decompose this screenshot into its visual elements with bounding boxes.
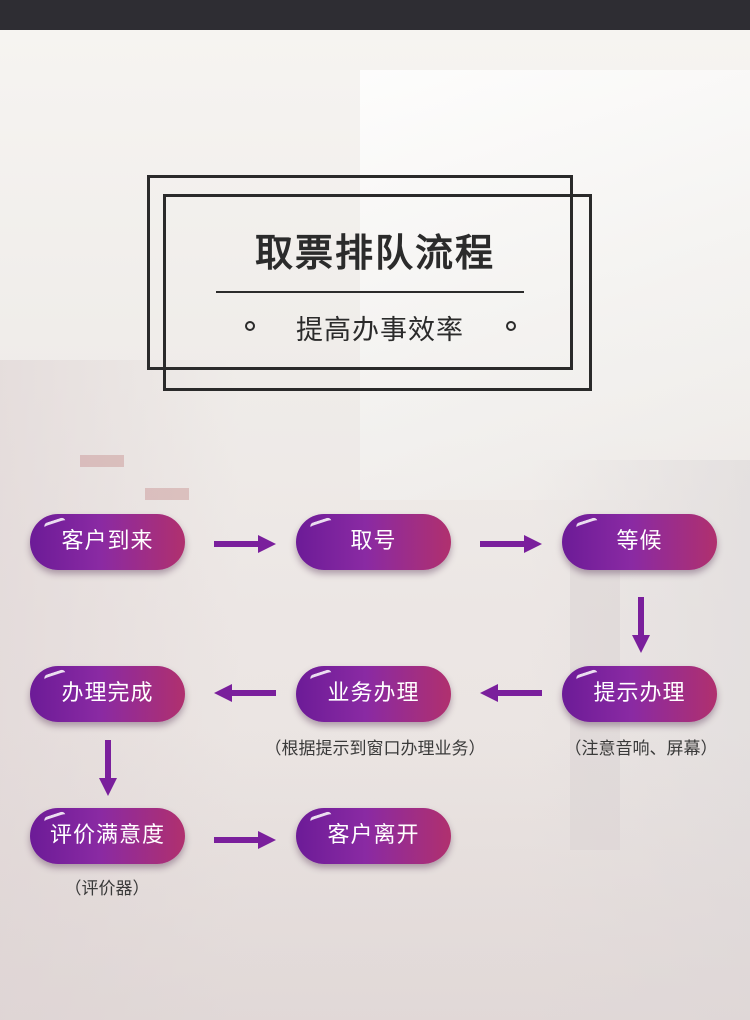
step-customer-arrives: 客户到来 — [30, 514, 185, 570]
page-subtitle: 提高办事效率 — [296, 315, 464, 346]
top-bar — [0, 0, 750, 30]
arrow-down-icon — [99, 740, 117, 796]
gloss-highlight — [309, 516, 333, 532]
circle-bullet-icon — [245, 321, 255, 331]
arrow-right-icon — [214, 831, 276, 849]
floor — [0, 730, 750, 1020]
arrow-left-icon — [480, 684, 542, 702]
window-sign — [80, 455, 124, 467]
step-label: 客户离开 — [327, 823, 420, 848]
step-label: 提示办理 — [593, 681, 686, 706]
note-business-handling: （根据提示到窗口办理业务） — [264, 739, 486, 759]
step-label: 业务办理 — [327, 681, 420, 706]
step-customer-leaves: 客户离开 — [296, 808, 451, 864]
arrow-right-icon — [480, 535, 542, 553]
arrow-down-icon — [632, 597, 650, 653]
note-prompt-handle: （注意音响、屏幕） — [564, 739, 718, 759]
title-divider — [216, 291, 524, 293]
arrow-left-icon — [214, 684, 276, 702]
title-frame-front — [163, 194, 592, 391]
step-label: 办理完成 — [61, 681, 154, 706]
circle-bullet-icon — [506, 321, 516, 331]
step-label: 等候 — [616, 529, 663, 554]
gloss-highlight — [575, 516, 599, 532]
step-label: 取号 — [350, 529, 397, 554]
step-label: 评价满意度 — [49, 823, 165, 848]
arrow-right-icon — [214, 535, 276, 553]
step-business-handling: 业务办理 — [296, 666, 451, 722]
page-title: 取票排队流程 — [254, 231, 495, 275]
step-label: 客户到来 — [61, 529, 154, 554]
step-wait: 等候 — [562, 514, 717, 570]
step-handling-complete: 办理完成 — [30, 666, 185, 722]
window-sign — [145, 488, 189, 500]
ceiling-panel — [360, 70, 750, 500]
note-evaluate-satisfaction: （评价器） — [64, 879, 150, 899]
step-take-number: 取号 — [296, 514, 451, 570]
title-frame-back — [147, 175, 573, 370]
step-prompt-handle: 提示办理 — [562, 666, 717, 722]
step-evaluate-satisfaction: 评价满意度 — [30, 808, 185, 864]
